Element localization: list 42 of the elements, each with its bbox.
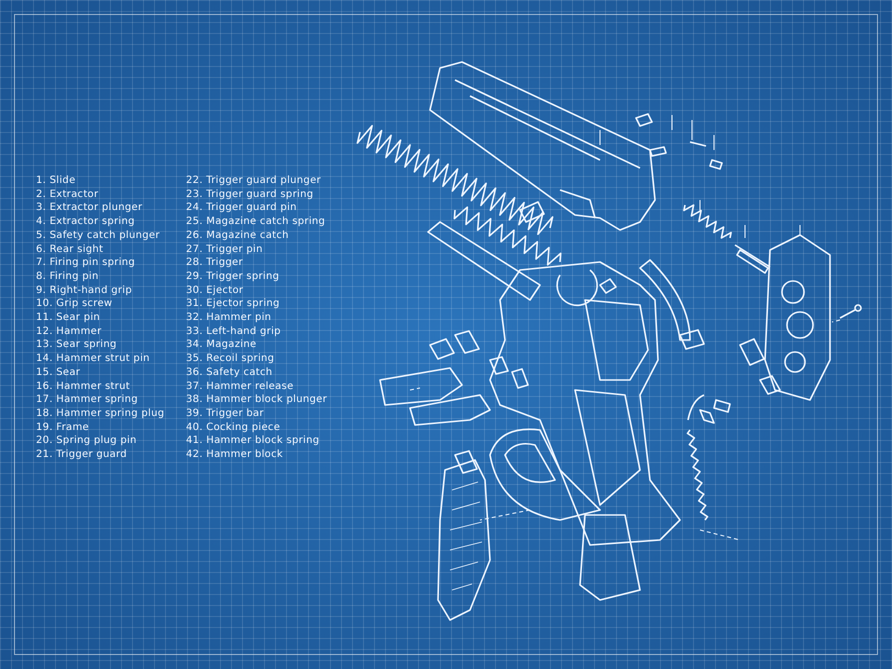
parts-list-item: 22. Trigger guard plunger bbox=[186, 174, 322, 188]
parts-list-item: 19. Frame bbox=[36, 420, 90, 434]
parts-list-item: 27. Trigger pin bbox=[186, 242, 264, 256]
parts-list-item: 14. Hammer strut pin bbox=[36, 352, 151, 366]
parts-list-item: 15. Sear bbox=[36, 366, 82, 380]
parts-list-item: 5. Safety catch plunger bbox=[36, 228, 161, 243]
parts-list-item: 4. Extractor spring bbox=[36, 215, 136, 229]
parts-list-item: 17. Hammer spring bbox=[36, 393, 139, 407]
parts-list-item: 3. Extractor plunger bbox=[36, 201, 144, 216]
parts-list-item: 35. Recoil spring bbox=[186, 352, 276, 366]
parts-list-item: 18. Hammer spring plug bbox=[36, 406, 164, 421]
parts-list-item: 32. Hammer pin bbox=[186, 311, 272, 325]
parts-list-item: 12. Hammer bbox=[36, 324, 102, 338]
parts-list-item: 38. Hammer block plunger bbox=[186, 393, 327, 407]
parts-list-item: 36. Safety catch bbox=[186, 366, 274, 380]
parts-list-item: 16. Hammer strut bbox=[36, 380, 131, 394]
parts-list-item: 30. Ejector bbox=[186, 284, 244, 298]
parts-list-item: 23. Trigger guard spring bbox=[186, 188, 314, 202]
parts-list-item: 28. Trigger bbox=[186, 256, 244, 270]
parts-list-item: 25. Magazine catch spring bbox=[186, 215, 326, 229]
parts-list-item: 33. Left-hand grip bbox=[186, 324, 282, 338]
parts-list-item: 37. Hammer release bbox=[186, 380, 295, 394]
parts-list-item: 9. Right-hand grip bbox=[36, 284, 133, 298]
parts-list-item: 21. Trigger guard bbox=[36, 448, 128, 462]
parts-list-item: 6. Rear sight bbox=[36, 242, 104, 256]
parts-list-item: 26. Magazine catch bbox=[186, 228, 290, 243]
parts-list-item: 40. Cocking piece bbox=[186, 420, 282, 434]
parts-list-item: 41. Hammer block spring bbox=[186, 434, 320, 448]
parts-list-item: 7. Firing pin spring bbox=[36, 256, 136, 270]
parts-list-item: 39. Trigger bar bbox=[186, 406, 265, 421]
parts-list-item: 42. Hammer block bbox=[186, 448, 284, 462]
parts-list-item: 31. Ejector spring bbox=[186, 297, 281, 312]
parts-list-item: 29. Trigger spring bbox=[186, 270, 280, 284]
parts-list-item: 8. Firing pin bbox=[36, 270, 100, 284]
parts-list-item: 1. Slide bbox=[36, 174, 77, 188]
parts-list-item: 24. Trigger guard pin bbox=[186, 201, 298, 216]
parts-list-item: 11. Sear pin bbox=[36, 311, 102, 325]
parts-list-item: 34. Magazine bbox=[186, 338, 258, 352]
parts-list-item: 10. Grip screw bbox=[36, 297, 114, 312]
parts-list-item: 20. Spring plug pin bbox=[36, 434, 138, 448]
parts-list-item: 2. Extractor bbox=[36, 188, 100, 202]
parts-list-item: 13. Sear spring bbox=[36, 338, 118, 352]
